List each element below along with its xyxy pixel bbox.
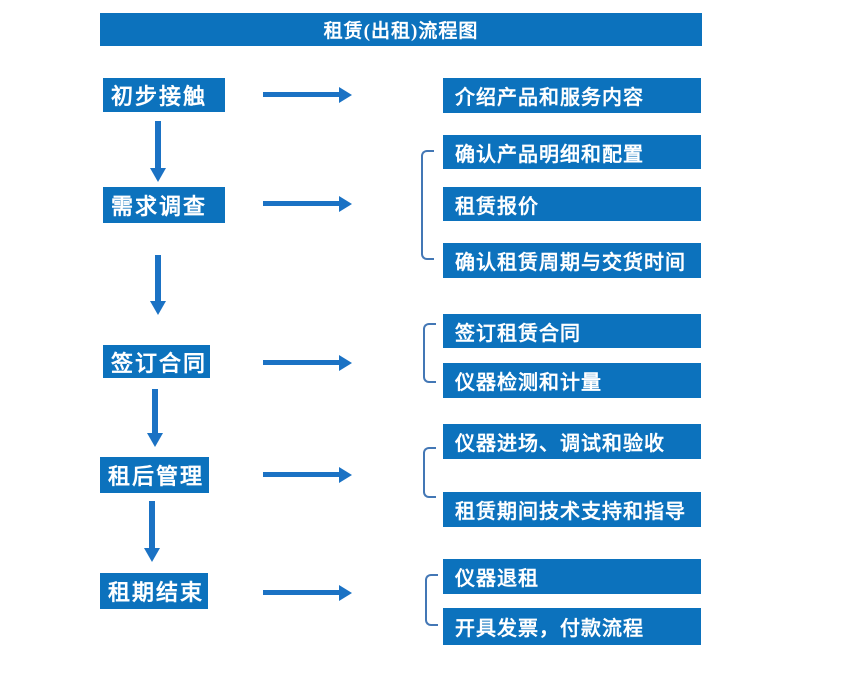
arrow-down-step4-step5	[144, 501, 160, 562]
arrow-down-step2-step3	[150, 255, 166, 315]
bracket-step2-details	[421, 150, 434, 260]
step-sign-contract: 签订合同	[103, 345, 210, 378]
detail-instrument-setup-acceptance: 仪器进场、调试和验收	[443, 424, 701, 459]
bracket-step3-details	[423, 323, 436, 383]
detail-instrument-testing-metering: 仪器检测和计量	[443, 363, 701, 398]
bracket-step5-details	[425, 574, 438, 626]
arrow-down-step3-step4	[147, 389, 163, 447]
arrow-right-step1-details	[263, 86, 352, 103]
detail-tech-support-guidance: 租赁期间技术支持和指导	[443, 492, 701, 527]
arrow-right-step4-details	[263, 466, 352, 483]
arrow-right-step5-details	[263, 584, 352, 601]
step-initial-contact: 初步接触	[103, 78, 225, 112]
bracket-step4-details	[423, 447, 436, 498]
step-demand-survey: 需求调查	[103, 187, 225, 223]
step-rental-end: 租期结束	[100, 573, 208, 609]
arrow-right-step2-details	[263, 195, 352, 212]
detail-rental-quote: 租赁报价	[443, 187, 701, 221]
arrow-down-step1-step2	[150, 121, 166, 182]
step-post-rental-management: 租后管理	[100, 457, 209, 493]
detail-invoice-payment-process: 开具发票，付款流程	[443, 608, 701, 645]
detail-intro-products-services: 介绍产品和服务内容	[443, 78, 701, 113]
detail-instrument-return: 仪器退租	[443, 559, 701, 594]
detail-confirm-product-config: 确认产品明细和配置	[443, 135, 701, 169]
arrow-right-step3-details	[263, 354, 352, 371]
detail-sign-rental-contract: 签订租赁合同	[443, 314, 701, 348]
flowchart-title: 租赁(出租)流程图	[100, 13, 702, 46]
detail-confirm-rental-period-delivery: 确认租赁周期与交货时间	[443, 243, 701, 278]
